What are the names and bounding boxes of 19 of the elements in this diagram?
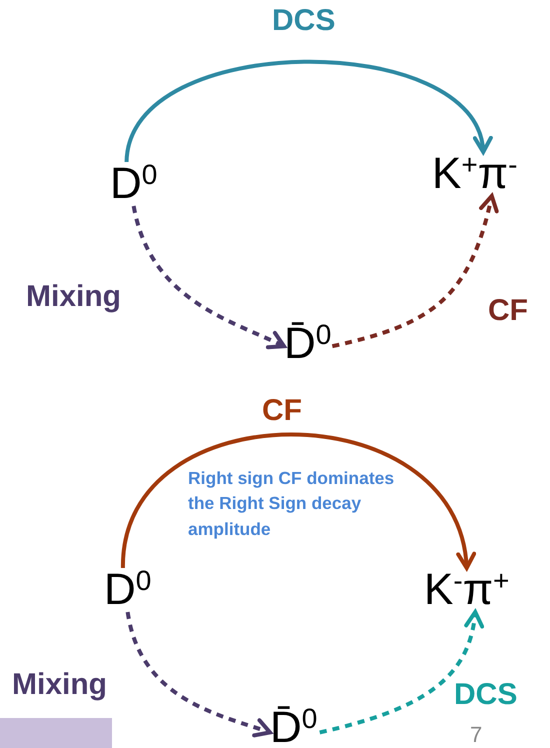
- particle-label: K$^{-}$π$^{+}$: [424, 568, 510, 612]
- arrow: [120, 432, 474, 570]
- annotation-text: Right sign CF dominates the Right Sign decay amplitude: [188, 467, 396, 541]
- page-number: 7: [470, 722, 482, 748]
- edge-label: CF: [262, 396, 302, 426]
- arrow: [332, 194, 498, 348]
- particle-label: D$^{0}$: [104, 568, 152, 612]
- arrow: [126, 612, 272, 738]
- particle-label: D̄$^{0}$: [270, 706, 318, 748]
- edge-label: Mixing: [26, 282, 121, 312]
- particle-label: D̄$^{0}$: [284, 322, 332, 366]
- edge-label: CF: [488, 296, 528, 326]
- arrow: [132, 206, 286, 350]
- arrow: [319, 610, 484, 734]
- particle-label: K$^{+}$π$^{-}$: [432, 152, 518, 196]
- particle-label: D$^{0}$: [110, 162, 158, 206]
- edge-label: Mixing: [12, 670, 107, 700]
- edge-label: DCS: [272, 6, 336, 36]
- edge-label: DCS: [454, 680, 518, 710]
